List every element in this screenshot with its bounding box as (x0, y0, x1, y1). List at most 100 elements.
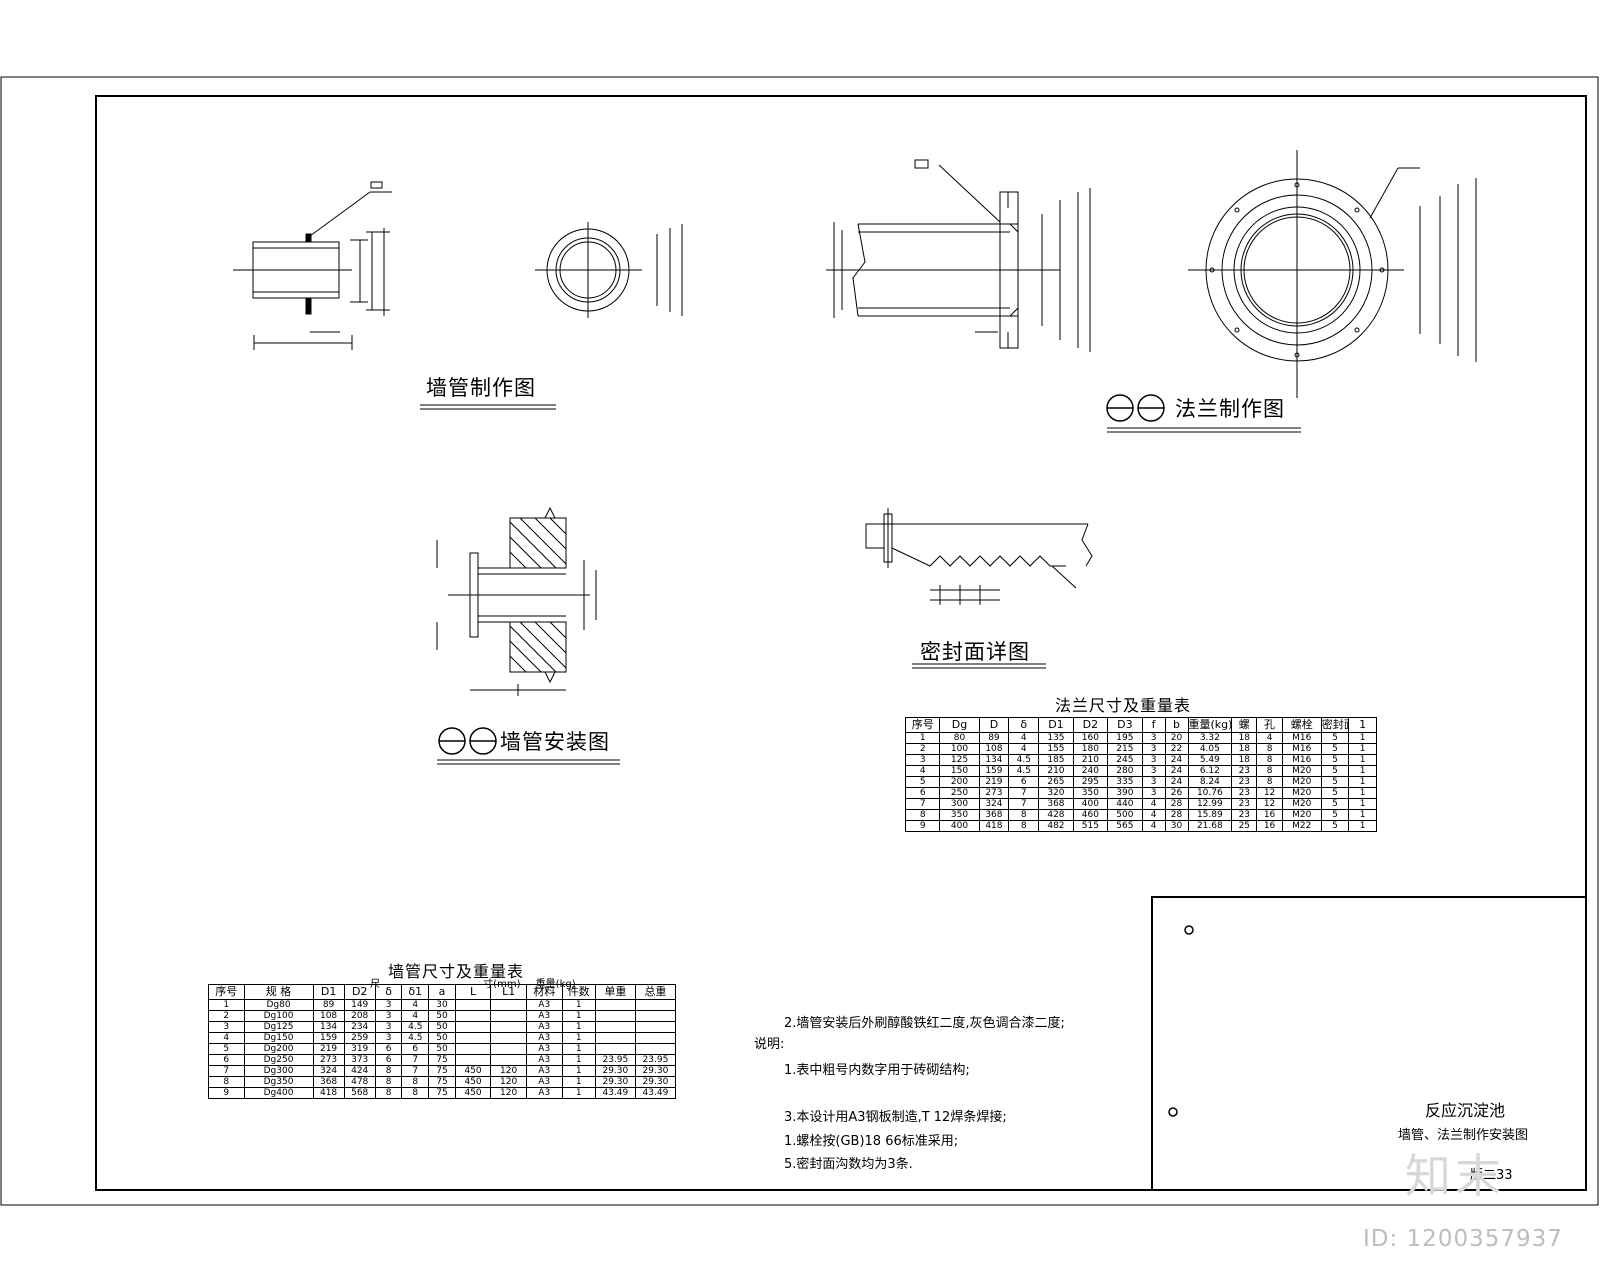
table-cell: 29.30 (594, 1065, 636, 1077)
table-cell: 3 (1141, 754, 1166, 766)
table-cell: 18 (1231, 732, 1258, 744)
table-cell: M16 (1281, 743, 1322, 755)
flange-table-header: 序号 Dg D δ D1 D2 D3 f b 重量(kg) 螺 孔 螺栓 密封面… (904, 717, 1377, 733)
table-cell: 4 (904, 765, 941, 777)
table-cell: 43.49 (594, 1087, 636, 1099)
col-header: 重量(kg) (1187, 717, 1233, 733)
table-cell: 3 (374, 999, 403, 1011)
table-cell: 8 (1256, 743, 1283, 755)
table-cell: 350 (1072, 787, 1109, 799)
table-cell: 450 (454, 1076, 492, 1088)
table-cell (454, 1032, 492, 1044)
table-cell: 1 (1348, 732, 1377, 744)
table-cell: 7 (401, 1065, 430, 1077)
table-cell: 7 (208, 1065, 245, 1077)
note-5: 5.密封面沟数均为3条. (784, 1157, 913, 1172)
table-cell (634, 999, 677, 1011)
wall-table-title: 墙管尺寸及重量表 (388, 962, 525, 981)
table-cell: 273 (978, 787, 1010, 799)
table-cell: 26 (1164, 787, 1189, 799)
dim-header-a: 尺 (370, 979, 380, 990)
table-cell: 160 (1072, 732, 1109, 744)
table-cell: 1 (561, 1010, 596, 1022)
title-block-marker-2 (1168, 1107, 1178, 1117)
table-cell: 3 (208, 1021, 245, 1033)
table-cell: 259 (343, 1032, 376, 1044)
table-cell: 89 (978, 732, 1010, 744)
table-cell: 8 (1008, 809, 1040, 821)
table-cell (634, 1032, 677, 1044)
table-cell: 6 (208, 1054, 245, 1066)
table-cell (594, 999, 636, 1011)
table-cell: 8 (374, 1065, 403, 1077)
table-cell: 3 (1141, 776, 1166, 788)
col-header: 螺 (1231, 717, 1258, 733)
table-cell: 9 (904, 820, 941, 832)
table-cell: 159 (978, 765, 1010, 777)
table-cell: A3 (525, 1010, 563, 1022)
table-cell: Dg350 (243, 1076, 314, 1088)
table-cell: 108 (978, 743, 1010, 755)
inner-frame (95, 95, 1587, 1191)
table-cell: 8 (401, 1076, 430, 1088)
table-cell: 23 (1231, 809, 1258, 821)
title-block-subtitle: 墙管、法兰制作安装图 (1398, 1128, 1529, 1143)
table-cell: 4 (1256, 732, 1283, 744)
col-header: δ1 (401, 984, 430, 1000)
table-cell: 6 (401, 1043, 430, 1055)
drawing-number: 版二33 (1470, 1168, 1513, 1183)
table-cell: 5 (208, 1043, 245, 1055)
table-cell (490, 1010, 527, 1022)
table-cell: 120 (490, 1087, 527, 1099)
seal-detail-view (865, 508, 1093, 605)
table-cell: 1 (561, 1043, 596, 1055)
table-cell (594, 1010, 636, 1022)
table-cell: 16 (1256, 809, 1283, 821)
table-cell: 400 (939, 820, 980, 832)
table-cell: 400 (1072, 798, 1109, 810)
table-cell: 6 (1008, 776, 1040, 788)
table-cell: 4 (208, 1032, 245, 1044)
table-cell: 368 (1038, 798, 1074, 810)
table-cell: 219 (312, 1043, 345, 1055)
col-header: 密封面 (1320, 717, 1350, 733)
col-header: D (978, 717, 1010, 733)
col-header: f (1141, 717, 1166, 733)
table-cell: 23 (1231, 798, 1258, 810)
table-cell: M22 (1281, 820, 1322, 832)
table-cell: 24 (1164, 765, 1189, 777)
note-4: 1.螺栓按(GB)18 66标准采用; (784, 1134, 959, 1149)
table-cell: 368 (312, 1076, 345, 1088)
table-cell: 8 (1256, 765, 1283, 777)
col-header: 1 (1348, 717, 1377, 733)
table-cell: 1 (1348, 765, 1377, 777)
table-cell (634, 1010, 677, 1022)
table-cell: Dg100 (243, 1010, 314, 1022)
table-cell (634, 1021, 677, 1033)
table-cell: 29.30 (634, 1076, 677, 1088)
wall-table-dim-header: 尺 寸(mm) 重量(kg) (370, 975, 576, 990)
flange-table: 序号 Dg D δ D1 D2 D3 f b 重量(kg) 螺 孔 螺栓 密封面… (904, 717, 1377, 832)
table-cell: 1 (1348, 743, 1377, 755)
table-cell: 5 (1320, 820, 1350, 832)
flange-fab-title: 法兰制作图 (1175, 397, 1285, 421)
table-cell: 390 (1107, 787, 1143, 799)
table-cell: 5 (1320, 776, 1350, 788)
table-cell: 368 (978, 809, 1010, 821)
table-cell: 568 (343, 1087, 376, 1099)
title-block-frame (1151, 896, 1587, 1191)
col-header: D2 (1072, 717, 1109, 733)
table-cell: 5 (1320, 798, 1350, 810)
table-cell: A3 (525, 999, 563, 1011)
table-cell: 2 (208, 1010, 245, 1022)
table-cell: M20 (1281, 787, 1322, 799)
col-header: δ (1008, 717, 1040, 733)
table-cell: 29.30 (594, 1076, 636, 1088)
notes-heading: 说明: (754, 1037, 785, 1052)
